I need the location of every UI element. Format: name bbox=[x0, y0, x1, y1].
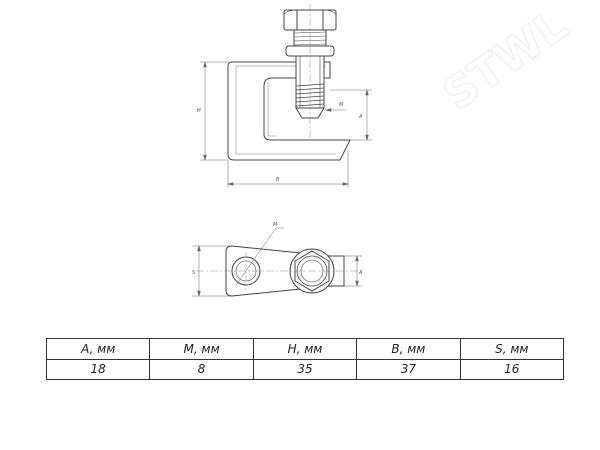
plan-outline bbox=[225, 245, 345, 297]
dimension-plan-right-label: A bbox=[358, 270, 363, 276]
value-s: 16 bbox=[459, 358, 565, 380]
header-m: M, мм bbox=[149, 338, 254, 360]
value-b: 37 bbox=[356, 358, 461, 380]
table-header-row: A, мм M, мм H, мм B, мм S, мм bbox=[45, 338, 565, 360]
watermark-text: STWL bbox=[434, 0, 577, 121]
dimension-width bbox=[227, 150, 349, 188]
dimension-depth-label: A bbox=[358, 114, 363, 120]
dimension-s-label: S bbox=[192, 270, 196, 276]
dimension-depth bbox=[330, 89, 372, 141]
hole-label: M bbox=[273, 222, 278, 228]
dimension-plan-right bbox=[344, 255, 362, 287]
header-b: B, мм bbox=[356, 338, 461, 360]
value-h: 35 bbox=[252, 358, 358, 380]
dimension-s bbox=[192, 245, 230, 297]
dimensions-table: A, мм M, мм H, мм B, мм S, мм 18 8 35 37… bbox=[45, 338, 565, 380]
value-a: 18 bbox=[45, 358, 151, 380]
clamp-body bbox=[227, 61, 351, 161]
value-m: 8 bbox=[149, 358, 254, 380]
dimension-height bbox=[200, 61, 228, 161]
clamp-plan-view bbox=[196, 245, 362, 297]
dimension-height-label: H bbox=[197, 108, 201, 114]
clamp-side-view bbox=[227, 4, 351, 161]
technical-drawing: STWL bbox=[192, 0, 577, 297]
header-a: A, мм bbox=[45, 338, 151, 360]
hole-leader bbox=[235, 227, 284, 286]
dimension-width-label: B bbox=[276, 177, 280, 183]
dimension-bolt bbox=[324, 108, 346, 112]
dimension-bolt-label: M bbox=[339, 102, 344, 108]
header-s: S, мм bbox=[459, 338, 565, 360]
header-h: H, мм bbox=[252, 338, 358, 360]
table-value-row: 18 8 35 37 16 bbox=[45, 358, 565, 380]
